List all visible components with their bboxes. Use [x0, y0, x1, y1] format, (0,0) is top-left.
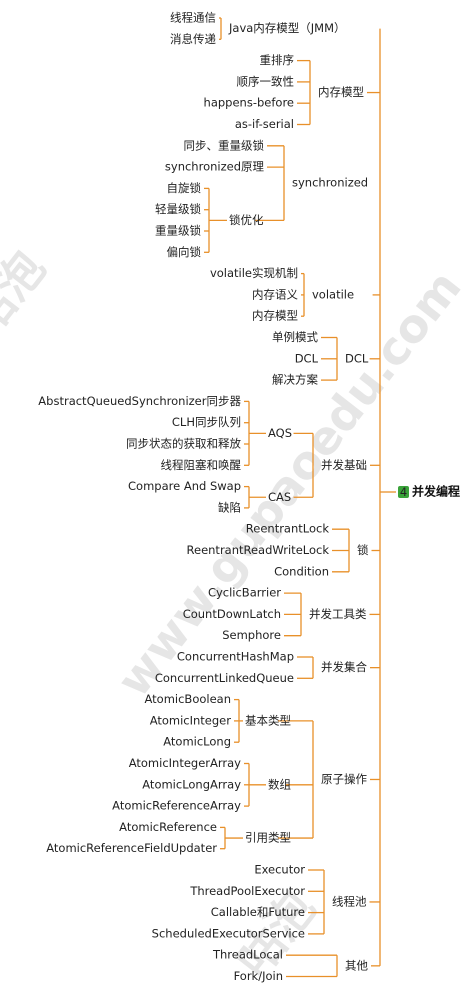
leaf-node: ScheduledExecutorService [152, 926, 305, 940]
leaf-node: ReentrantLock [246, 522, 330, 536]
leaf-node: CountDownLatch [183, 607, 281, 621]
root-badge [398, 486, 409, 498]
leaf-node: volatile实现机制 [210, 266, 298, 280]
sub-group-node: 基本类型 [245, 713, 291, 727]
group-node: 其他 [345, 958, 368, 972]
connector-lines [204, 17, 396, 978]
root-badge-number: 4 [400, 485, 407, 499]
leaf-node: Semphore [222, 628, 281, 642]
leaf-node: 单例模式 [272, 330, 318, 344]
leaf-node: 重量级锁 [155, 224, 201, 238]
leaf-node: 同步状态的获取和释放 [126, 437, 241, 451]
group-node: synchronized [292, 176, 368, 190]
group-node: Java内存模型（JMM） [228, 21, 346, 35]
leaf-node: DCL [295, 351, 319, 365]
leaf-node: AtomicReferenceArray [112, 799, 241, 813]
leaf-node: as-if-serial [235, 117, 294, 131]
leaf-node: ReentrantReadWriteLock [187, 543, 330, 557]
group-node: 线程池 [332, 894, 367, 908]
group-node: 并发集合 [321, 660, 367, 674]
watermark-text: 咕泡 [0, 241, 55, 347]
leaf-node: 偏向锁 [167, 245, 202, 259]
leaf-node: AtomicLong [163, 735, 231, 749]
leaf-node: 线程阻塞和唤醒 [161, 458, 242, 472]
sub-group-node: 数组 [268, 777, 291, 791]
leaf-node: Fork/Join [234, 969, 283, 983]
group-node: DCL [345, 351, 369, 365]
leaf-node: AtomicIntegerArray [129, 756, 241, 770]
leaf-node: 缺陷 [218, 500, 241, 514]
leaf-node: AtomicReferenceFieldUpdater [46, 841, 217, 855]
group-node: 原子操作 [321, 772, 367, 786]
leaf-node: 自旋锁 [167, 181, 202, 195]
leaf-node: Callable和Future [211, 905, 305, 919]
leaf-node: ThreadPoolExecutor [189, 884, 305, 898]
sub-group-node: 锁优化 [229, 213, 264, 227]
leaf-node: 线程通信 [170, 11, 216, 25]
leaf-node: 解决方案 [272, 373, 318, 387]
leaf-node: Condition [274, 564, 329, 578]
leaf-node: 轻量级锁 [155, 202, 201, 216]
leaf-node: CLH同步队列 [172, 415, 241, 429]
leaf-node: ConcurrentHashMap [177, 650, 294, 664]
sub-group-node: 引用类型 [245, 831, 291, 845]
leaf-node: 内存模型 [252, 309, 298, 323]
group-node: volatile [312, 287, 354, 301]
group-node: 并发工具类 [309, 607, 367, 621]
leaf-node: happens-before [204, 96, 294, 110]
leaf-node: CyclicBarrier [208, 586, 281, 600]
leaf-node: Executor [254, 863, 305, 877]
leaf-node: AtomicReference [119, 820, 217, 834]
leaf-node: 同步、重量级锁 [184, 138, 265, 152]
leaf-node: Compare And Swap [128, 479, 241, 493]
root-node: 并发编程 [412, 484, 460, 499]
leaf-node: 内存语义 [252, 287, 298, 301]
leaf-node: AtomicBoolean [145, 692, 232, 706]
leaf-node: AtomicLongArray [142, 777, 241, 791]
sub-group-node: CAS [268, 490, 291, 504]
leaf-node: ConcurrentLinkedQueue [155, 671, 294, 685]
leaf-node: ThreadLocal [212, 948, 283, 962]
leaf-node: 顺序一致性 [237, 74, 295, 88]
leaf-node: AtomicInteger [150, 713, 232, 727]
leaf-node: AbstractQueuedSynchronizer同步器 [38, 394, 241, 408]
leaf-node: 重排序 [260, 53, 295, 67]
sub-group-node: AQS [268, 426, 292, 440]
group-node: 内存模型 [318, 85, 364, 99]
leaf-node: synchronized原理 [165, 160, 265, 174]
group-node: 锁 [357, 543, 369, 557]
leaf-node: 消息传递 [170, 32, 216, 46]
group-node: 并发基础 [321, 458, 367, 472]
